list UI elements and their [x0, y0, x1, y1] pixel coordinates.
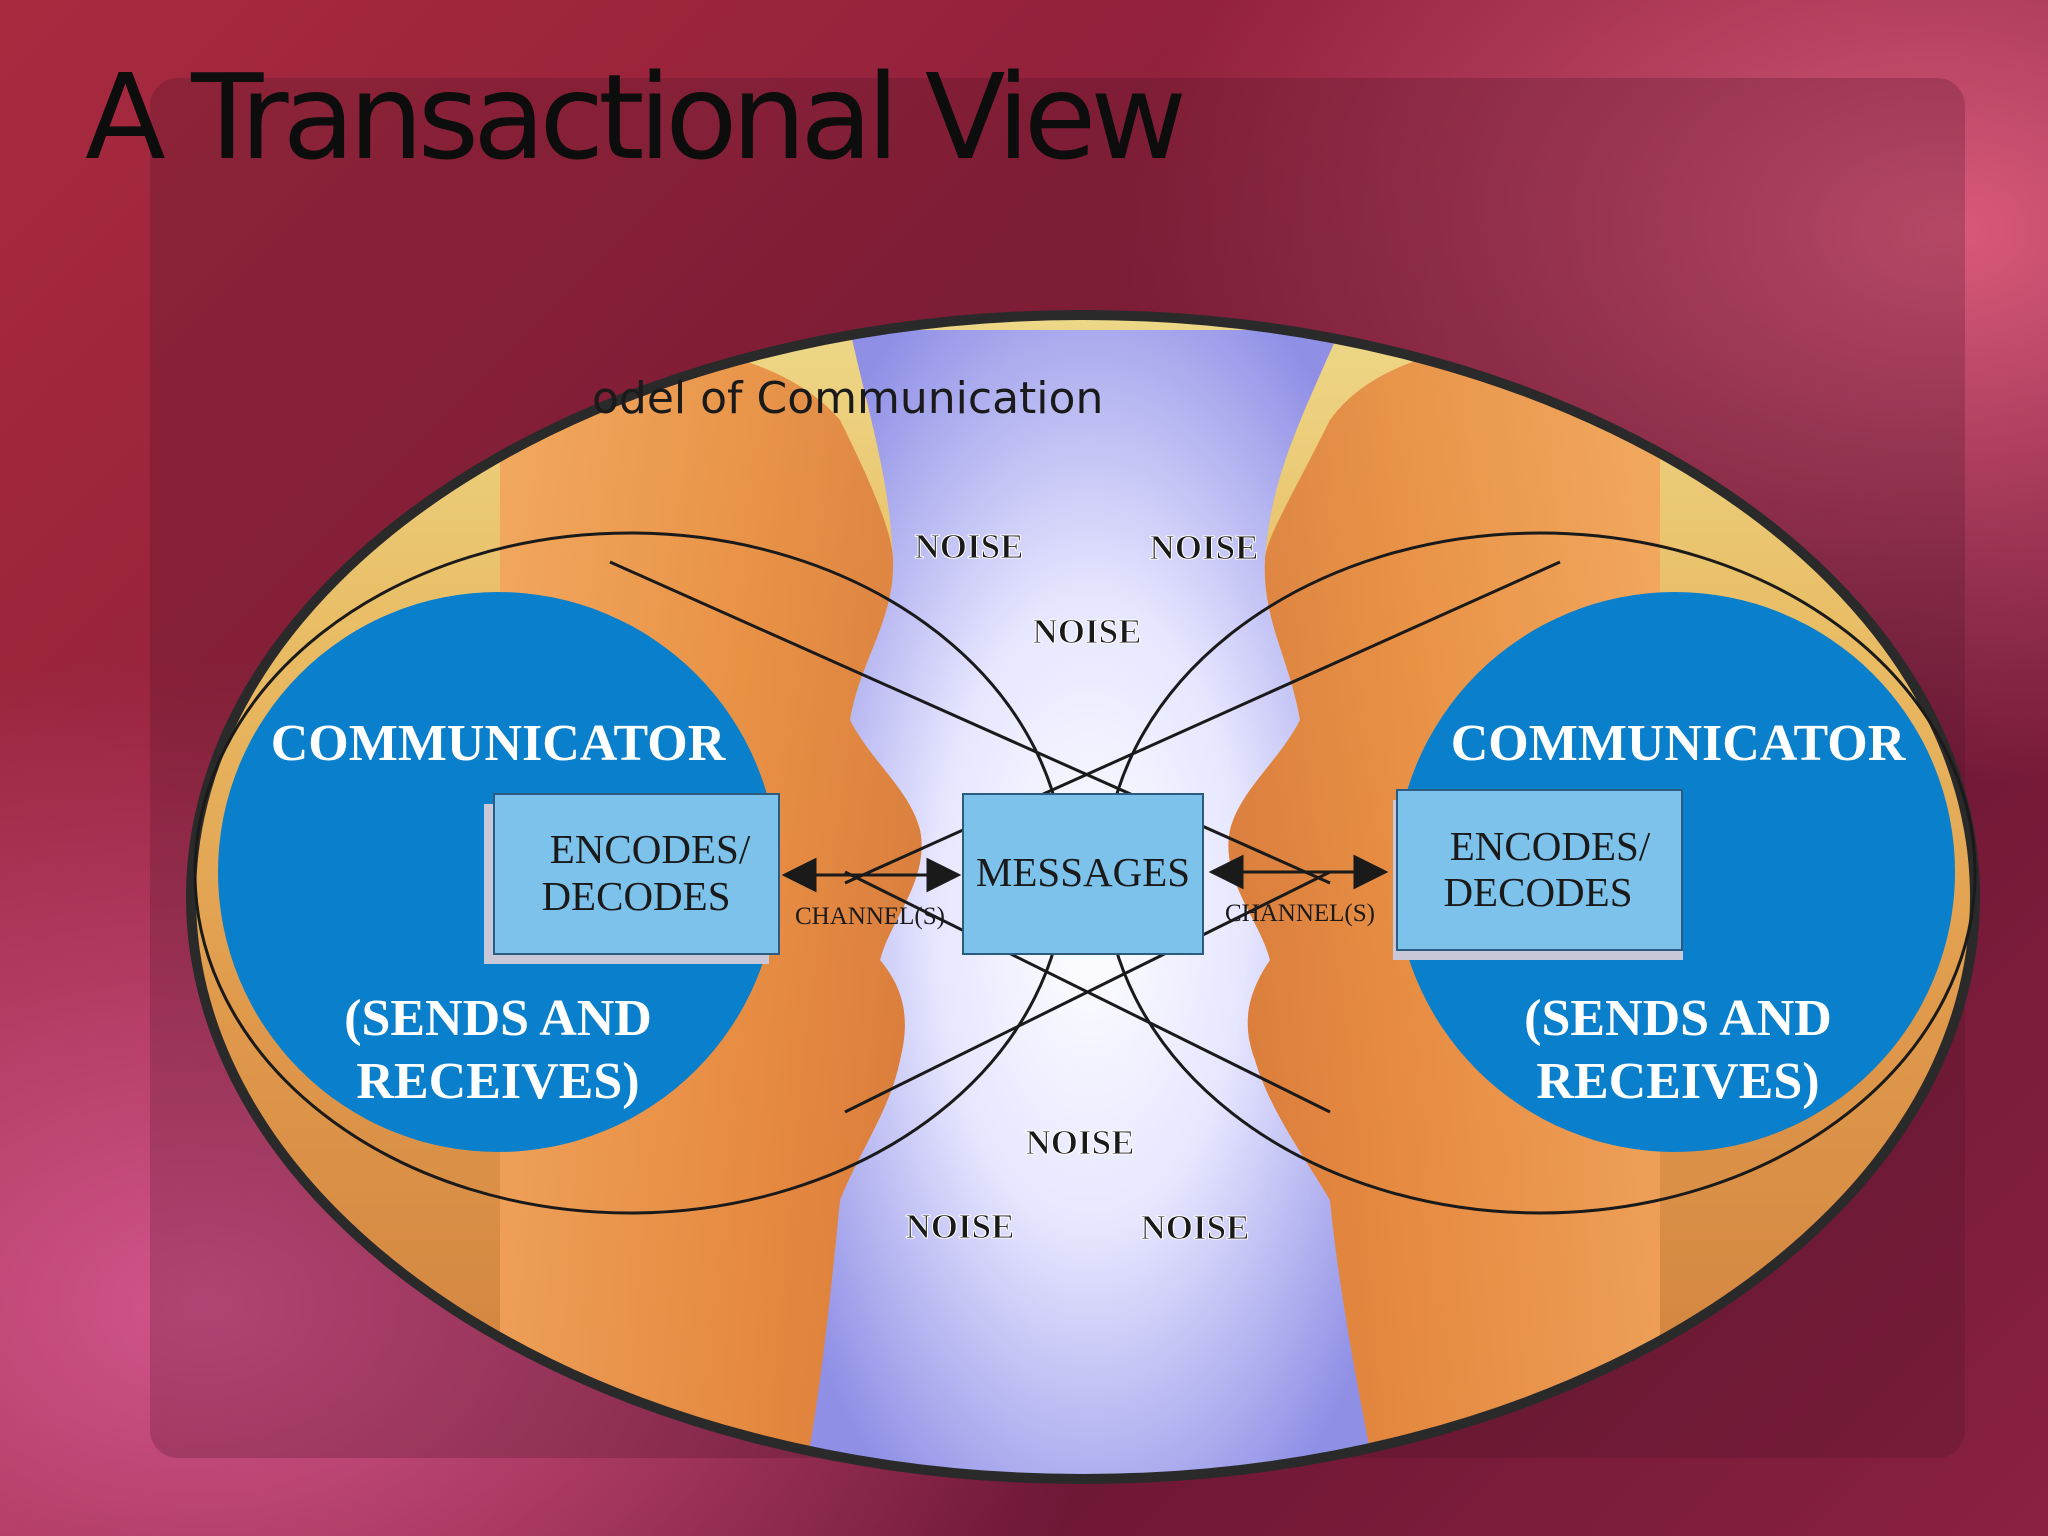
- right-communicator-title: COMMUNICATOR: [1451, 715, 1907, 772]
- left-box-line1: ENCODES/: [550, 826, 751, 872]
- noise-label-top-left: NOISE: [915, 527, 1024, 566]
- left-box-line2: DECODES: [541, 873, 730, 919]
- right-communicator-role-line2: RECEIVES): [1536, 1053, 1819, 1110]
- messages-label: MESSAGES: [976, 849, 1190, 895]
- noise-label-bottom-center: NOISE: [1026, 1123, 1135, 1162]
- right-communicator-role-line1: (SENDS AND: [1524, 990, 1832, 1047]
- right-box-line2: DECODES: [1443, 869, 1632, 915]
- left-channel-arrows: [781, 857, 962, 893]
- right-channel-arrows: [1208, 854, 1389, 890]
- noise-label-top-right: NOISE: [1150, 528, 1259, 567]
- right-channel-label: CHANNEL(S): [1225, 900, 1375, 927]
- slide-title: A Transactional View: [85, 48, 1187, 186]
- diagram-subtitle: odel of Communication: [592, 373, 1103, 424]
- messages-box: MESSAGES: [962, 793, 1204, 955]
- left-communicator-role-line2: RECEIVES): [356, 1053, 639, 1110]
- noise-label-bottom-right: NOISE: [1141, 1208, 1250, 1247]
- right-encodes-decodes-box: ENCODES/ DECODES: [1393, 789, 1683, 960]
- noise-label-top-center: NOISE: [1033, 612, 1142, 651]
- left-communicator-title: COMMUNICATOR: [271, 715, 727, 772]
- right-box-line1: ENCODES/: [1450, 823, 1651, 869]
- left-channel-label: CHANNEL(S): [795, 903, 945, 930]
- left-encodes-decodes-box: ENCODES/ DECODES: [484, 793, 780, 964]
- noise-label-bottom-left: NOISE: [906, 1207, 1015, 1246]
- left-communicator-role-line1: (SENDS AND: [344, 990, 652, 1047]
